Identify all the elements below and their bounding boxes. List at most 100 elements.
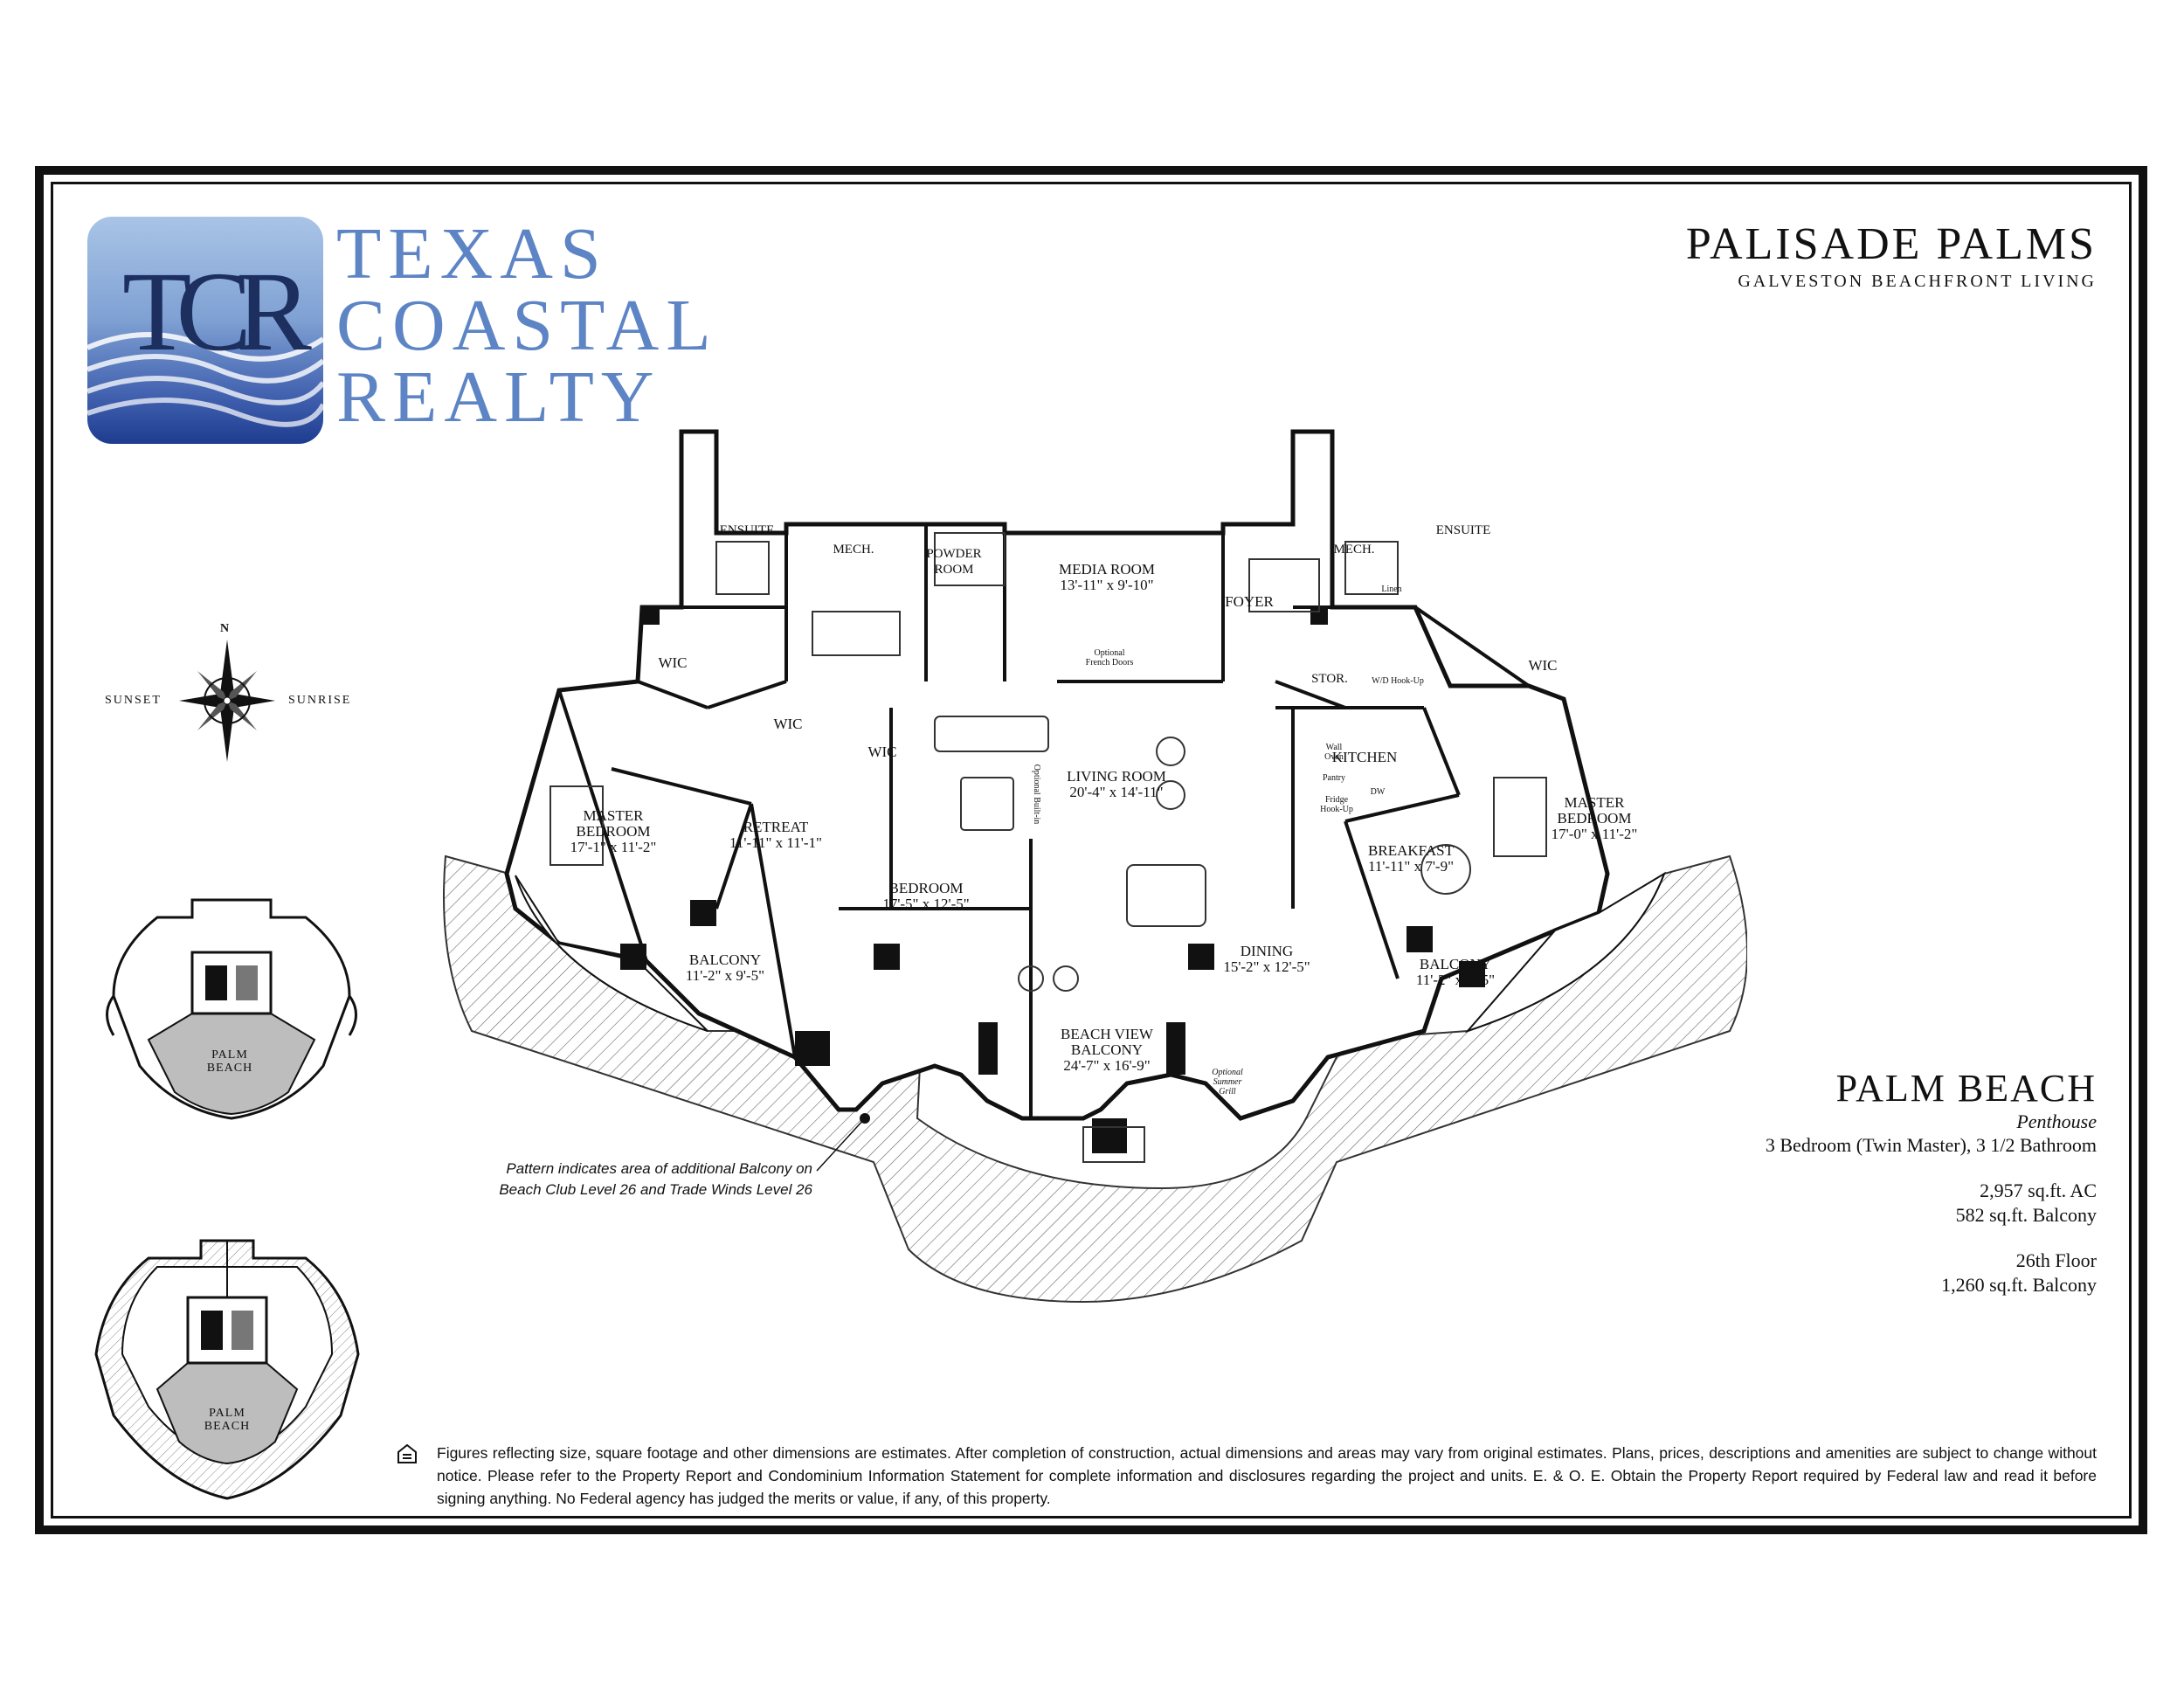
fridge-hookup: Fridge Hook-Up bbox=[1320, 795, 1353, 814]
room-beach-view-name1: BEACH VIEW bbox=[1061, 1026, 1153, 1042]
keyplan-top-label-1: PALM bbox=[211, 1048, 248, 1062]
keyplan-bottom-drawing bbox=[94, 1239, 360, 1500]
keyplan-bottom: PALM BEACH bbox=[79, 1232, 376, 1512]
room-powder-line2: ROOM bbox=[934, 563, 974, 577]
room-media: MEDIA ROOM 13'-11" x 9'-10" bbox=[1059, 562, 1155, 593]
compass-north: N bbox=[220, 622, 232, 635]
room-retreat-dim: 11'-11" x 11'-1" bbox=[729, 834, 822, 851]
pattern-note-line2: Beach Club Level 26 and Trade Winds Leve… bbox=[499, 1181, 812, 1198]
unit-type: Penthouse bbox=[2016, 1110, 2097, 1132]
keyplan-top-label: PALM BEACH bbox=[207, 1048, 252, 1075]
dishwasher: DW bbox=[1370, 787, 1386, 797]
room-balcony-left-dim: 11'-2" x 9'-5" bbox=[685, 967, 765, 984]
room-wic-left: WIC bbox=[658, 654, 688, 671]
keyplan-bottom-label-2: BEACH bbox=[204, 1420, 251, 1433]
compass-sunset: SUNSET bbox=[105, 694, 162, 707]
compass-icon bbox=[179, 640, 275, 762]
room-foyer: FOYER bbox=[1225, 593, 1274, 610]
compass-sunrise: SUNRISE bbox=[288, 694, 352, 707]
optional-summer-grill: Optional Summer Grill bbox=[1212, 1068, 1243, 1097]
room-dining-dim: 15'-2" x 12'-5" bbox=[1223, 958, 1310, 975]
room-master-right: MASTER BEDROOM 17'-0" x 11'-2" bbox=[1552, 795, 1638, 842]
pattern-note: Pattern indicates area of additional Bal… bbox=[446, 1159, 812, 1200]
room-linen: Linen bbox=[1381, 585, 1402, 594]
room-retreat-name: RETREAT bbox=[743, 819, 809, 835]
room-wic-center: WIC bbox=[773, 716, 803, 732]
keyplan-top: PALM BEACH bbox=[87, 882, 376, 1127]
logo-word-3: REALTY bbox=[336, 356, 661, 438]
compass-rose: N SUNSET SUNRISE bbox=[105, 620, 349, 769]
unit-balcony-area: 582 sq.ft. Balcony bbox=[1955, 1204, 2097, 1226]
room-living: LIVING ROOM 20'-4" x 14'-11" bbox=[1067, 769, 1166, 800]
optional-summer-grill-line3: Grill bbox=[1219, 1087, 1236, 1097]
optional-french-doors: Optional French Doors bbox=[1086, 648, 1134, 668]
unit-info: PALM BEACH Penthouse 3 Bedroom (Twin Mas… bbox=[1766, 1066, 2097, 1297]
room-balcony-left: BALCONY 11'-2" x 9'-5" bbox=[686, 952, 764, 984]
room-master-right-name1: MASTER bbox=[1564, 794, 1625, 811]
room-wd-hookup: W/D Hook-Up bbox=[1372, 676, 1424, 686]
equal-housing-icon bbox=[397, 1443, 417, 1463]
wall-oven-line1: Wall bbox=[1325, 743, 1343, 752]
room-mech-right: MECH. bbox=[1333, 543, 1375, 557]
optional-summer-grill-line2: Summer bbox=[1213, 1077, 1242, 1087]
room-kitchen: KITCHEN bbox=[1331, 749, 1398, 765]
room-balcony-right-dim: 11'-2" x 9'-5" bbox=[1415, 972, 1496, 988]
room-living-dim: 20'-4" x 14'-11" bbox=[1069, 784, 1164, 800]
room-dining: DINING 15'-2" x 12'-5" bbox=[1223, 944, 1310, 975]
room-ensuite-left: ENSUITE bbox=[719, 523, 775, 537]
optional-french-doors-line2: French Doors bbox=[1085, 658, 1134, 668]
unit-name: PALM BEACH bbox=[1835, 1067, 2097, 1110]
pattern-note-line1: Pattern indicates area of additional Bal… bbox=[506, 1160, 812, 1177]
fridge-hookup-line2: Hook-Up bbox=[1320, 805, 1353, 814]
tcr-logo: TCR TEXAS COASTAL REALTY bbox=[70, 201, 711, 467]
room-breakfast-name: BREAKFAST bbox=[1368, 842, 1454, 859]
outer-border bbox=[35, 166, 2147, 1534]
keyplan-top-label-2: BEACH bbox=[206, 1062, 253, 1075]
room-beach-view-balcony: BEACH VIEW BALCONY 24'-7" x 16'-9" bbox=[1061, 1027, 1153, 1074]
optional-summer-grill-line1: Optional bbox=[1212, 1068, 1243, 1077]
room-master-right-dim: 17'-0" x 11'-2" bbox=[1551, 826, 1638, 842]
room-bedroom-dim: 17'-5" x 12'-5" bbox=[882, 896, 970, 912]
unit-rooms: 3 Bedroom (Twin Master), 3 1/2 Bathroom bbox=[1765, 1134, 2097, 1156]
keyplan-bottom-label: PALM BEACH bbox=[204, 1407, 250, 1433]
room-balcony-right: BALCONY 11'-2" x 9'-5" bbox=[1416, 957, 1495, 988]
room-mech-left: MECH. bbox=[833, 543, 874, 557]
brand-block: PALISADE PALMS GALVESTON BEACHFRONT LIVI… bbox=[1686, 218, 2097, 292]
room-master-left-name1: MASTER bbox=[583, 807, 644, 824]
brand-tagline: GALVESTON BEACHFRONT LIVING bbox=[1738, 272, 2097, 291]
floor-plan-drawing bbox=[443, 429, 1747, 1304]
room-breakfast: BREAKFAST 11'-11" x 7'-9" bbox=[1368, 843, 1454, 875]
unit-floor-balcony: 1,260 sq.ft. Balcony bbox=[1941, 1274, 2097, 1296]
keyplan-top-drawing bbox=[106, 898, 357, 1120]
room-wic-inner: WIC bbox=[867, 744, 897, 760]
optional-built-in: Optional Built-in bbox=[1032, 764, 1041, 825]
wall-oven: Wall Oven bbox=[1324, 743, 1344, 762]
room-ensuite-right: ENSUITE bbox=[1435, 523, 1491, 537]
unit-floor: 26th Floor bbox=[2015, 1249, 2097, 1271]
room-master-right-name2: BEDROOM bbox=[1557, 810, 1632, 827]
room-media-name: MEDIA ROOM bbox=[1058, 561, 1156, 578]
logo-mark: TCR bbox=[122, 249, 312, 375]
room-beach-view-dim: 24'-7" x 16'-9" bbox=[1063, 1057, 1151, 1074]
wall-oven-line2: Oven bbox=[1324, 752, 1344, 762]
inner-border bbox=[51, 182, 2132, 1519]
room-master-left-dim: 17'-1" x 11'-2" bbox=[570, 839, 657, 855]
room-bedroom-name: BEDROOM bbox=[888, 880, 964, 896]
room-master-left: MASTER BEDROOM 17'-1" x 11'-2" bbox=[570, 808, 657, 855]
logo-waves bbox=[87, 332, 323, 427]
pantry: Pantry bbox=[1322, 773, 1346, 783]
disclaimer-text: Figures reflecting size, square footage … bbox=[437, 1444, 2097, 1507]
room-retreat: RETREAT 11'-11" x 11'-1" bbox=[729, 820, 822, 851]
room-living-name: LIVING ROOM bbox=[1067, 768, 1166, 785]
room-storage: STOR. bbox=[1311, 672, 1348, 686]
unit-ac-area: 2,957 sq.ft. AC bbox=[1980, 1180, 2097, 1201]
room-balcony-left-name: BALCONY bbox=[688, 951, 762, 968]
floor-plan: ENSUITE MECH. POWDER ROOM MEDIA ROOM 13'… bbox=[419, 419, 1747, 1354]
room-media-dim: 13'-11" x 9'-10" bbox=[1060, 577, 1154, 593]
logo-wordmark: TEXAS COASTAL REALTY bbox=[336, 213, 718, 438]
room-powder: POWDER ROOM bbox=[926, 546, 981, 578]
logo-word-1: TEXAS bbox=[336, 213, 608, 294]
room-master-left-name2: BEDROOM bbox=[576, 823, 651, 840]
room-breakfast-dim: 11'-11" x 7'-9" bbox=[1367, 858, 1455, 875]
room-balcony-right-name: BALCONY bbox=[1419, 956, 1492, 972]
